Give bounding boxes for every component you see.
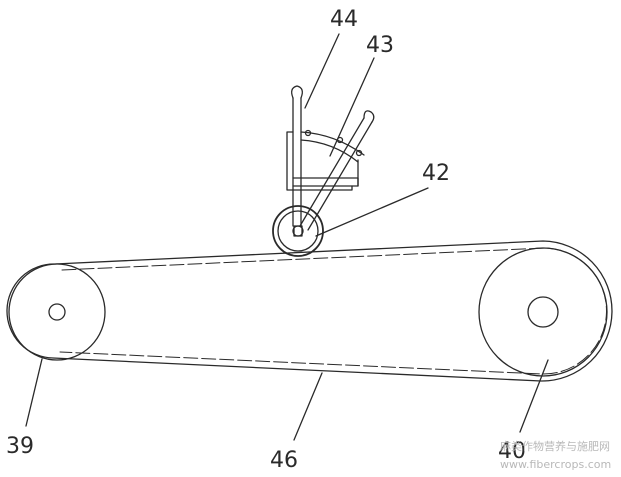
right-pulley-hub	[527, 296, 559, 328]
leader-line-46	[293, 372, 323, 441]
watermark-cn: 麻类作物营养与施肥网	[500, 439, 610, 453]
right-pulley	[478, 247, 608, 377]
label-43: 43	[366, 33, 394, 58]
left-pulley	[8, 263, 106, 361]
label-40: 40	[498, 439, 526, 464]
lever-arm	[299, 110, 375, 231]
left-pulley-hub	[48, 303, 66, 321]
conveyor-belt-outline	[6, 240, 613, 382]
leader-line-43	[329, 57, 375, 157]
leader-line-42	[315, 187, 429, 237]
leader-line-44	[304, 33, 340, 109]
watermark-site: www.fibercrops.com	[500, 458, 611, 471]
conveyor-belt-inner-dashed	[59, 247, 607, 375]
label-39: 39	[6, 434, 34, 459]
leader-line-39	[25, 358, 43, 427]
pressing-roller	[272, 205, 324, 257]
leader-line-40	[519, 359, 549, 433]
label-42: 42	[422, 161, 450, 186]
label-44: 44	[330, 7, 358, 32]
label-46: 46	[270, 448, 298, 473]
